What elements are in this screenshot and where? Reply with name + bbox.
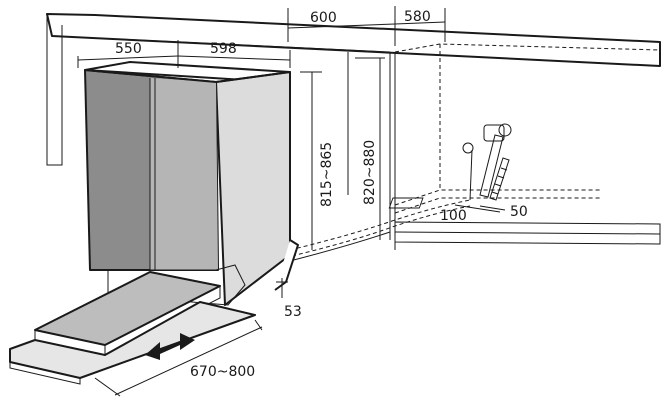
dimension-lines: [77, 6, 506, 397]
open-door: [9, 271, 256, 385]
floor-plinth: [394, 221, 661, 245]
dimension-label-600: 600: [310, 10, 337, 26]
dimension-label-50: 50: [510, 204, 528, 220]
dimension-label-580: 580: [404, 9, 431, 25]
dimension-label-100: 100: [440, 208, 467, 224]
drain-hose-icon: [489, 157, 510, 201]
dimension-label-820-880: 820~880: [362, 140, 378, 205]
dimension-label-53: 53: [284, 304, 302, 320]
dimension-label-598: 598: [210, 41, 237, 57]
dimension-label-550: 550: [115, 41, 142, 57]
dimension-label-815-865: 815~865: [319, 142, 335, 207]
double-arrow-icon: [145, 333, 195, 360]
niche-outline: [394, 43, 661, 214]
dishwasher-body: [84, 61, 299, 306]
water-tap-icon: [388, 123, 512, 209]
dimension-label-670-800: 670~800: [190, 364, 255, 380]
countertop: [46, 13, 661, 250]
